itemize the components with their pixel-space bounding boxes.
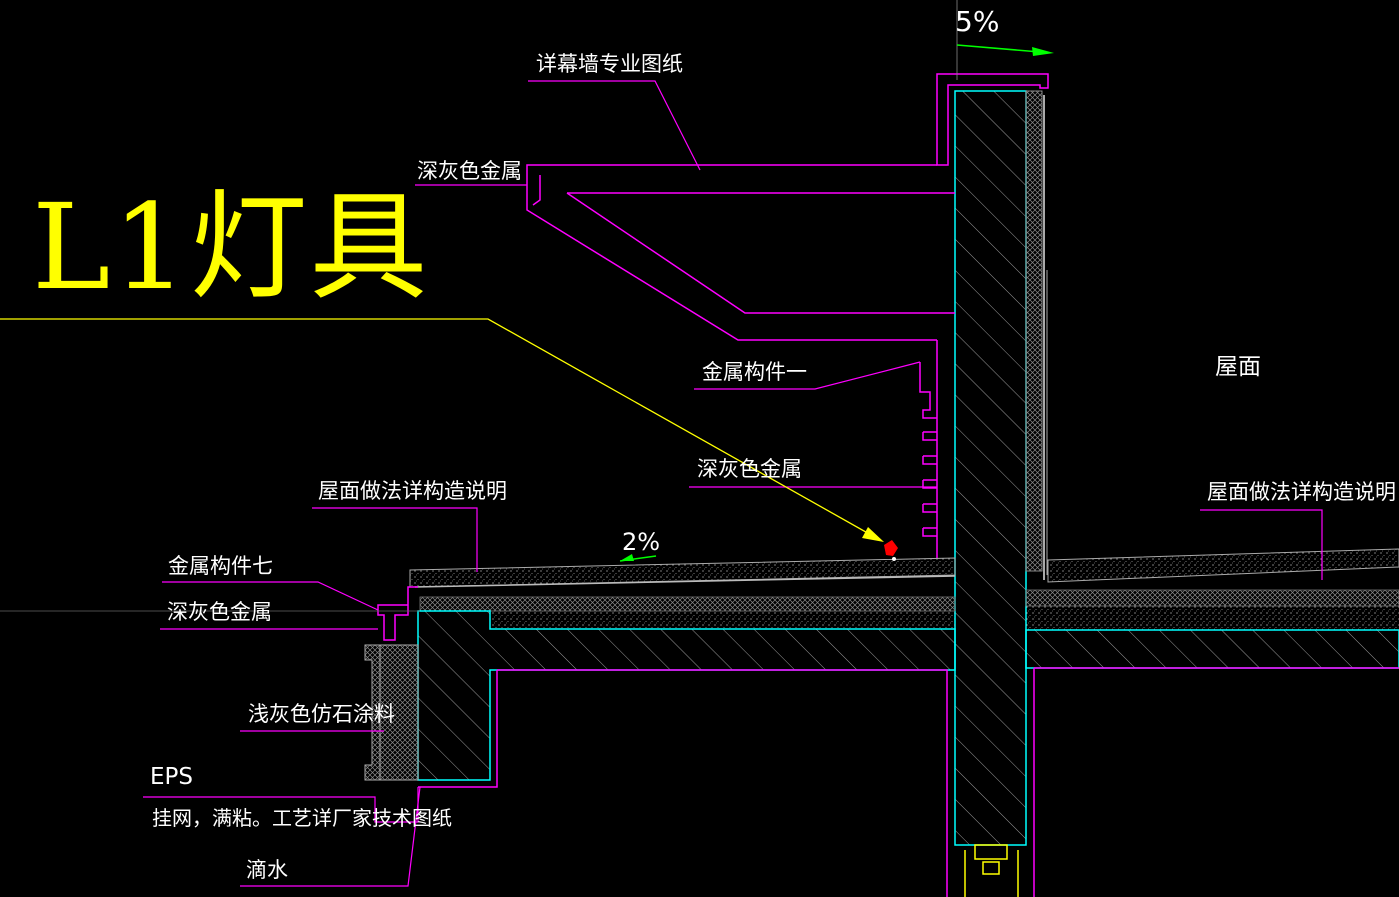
leader-lines: [143, 80, 1323, 887]
fixture-title: L1灯具: [32, 178, 430, 316]
dark-metal-lower-label: 深灰色金属: [167, 600, 272, 624]
metal-canopy: [526, 164, 955, 558]
parapet-coping: [936, 73, 1049, 166]
light-fixture: [884, 540, 898, 561]
roof-detail-right-label: 屋面做法详构造说明: [1207, 480, 1396, 504]
drip-label: 滴水: [246, 858, 288, 882]
eps-insulation: [364, 586, 419, 781]
curtain-wall-label: 详幕墙专业图纸: [536, 52, 683, 76]
dark-metal-upper-label: 深灰色金属: [417, 159, 522, 183]
roof-slab-left: [409, 557, 956, 781]
metal-part-1-label: 金属构件一: [702, 360, 807, 384]
fixture-callout: [0, 318, 884, 542]
eps-label: EPS: [150, 764, 194, 790]
slope-arrow-top: [956, 44, 1054, 56]
roof-detail-left-label: 屋面做法详构造说明: [318, 479, 507, 503]
roof-slab-right: [1025, 548, 1399, 897]
metal-part-7-label: 金属构件七: [168, 554, 273, 578]
concrete-wall: [954, 90, 1048, 846]
ceiling-outline: [418, 669, 1019, 897]
slope-arrow-main: [619, 554, 657, 562]
stone-coating-label: 浅灰色仿石涂料: [248, 702, 395, 726]
eps-note-label: 挂网，满粘。工艺详厂家技术图纸: [152, 806, 452, 830]
roof-label: 屋面: [1215, 354, 1261, 380]
slope-top-label: 5%: [955, 5, 1000, 38]
dark-metal-middle-label: 深灰色金属: [697, 457, 802, 481]
slope-main-label: 2%: [622, 528, 661, 556]
